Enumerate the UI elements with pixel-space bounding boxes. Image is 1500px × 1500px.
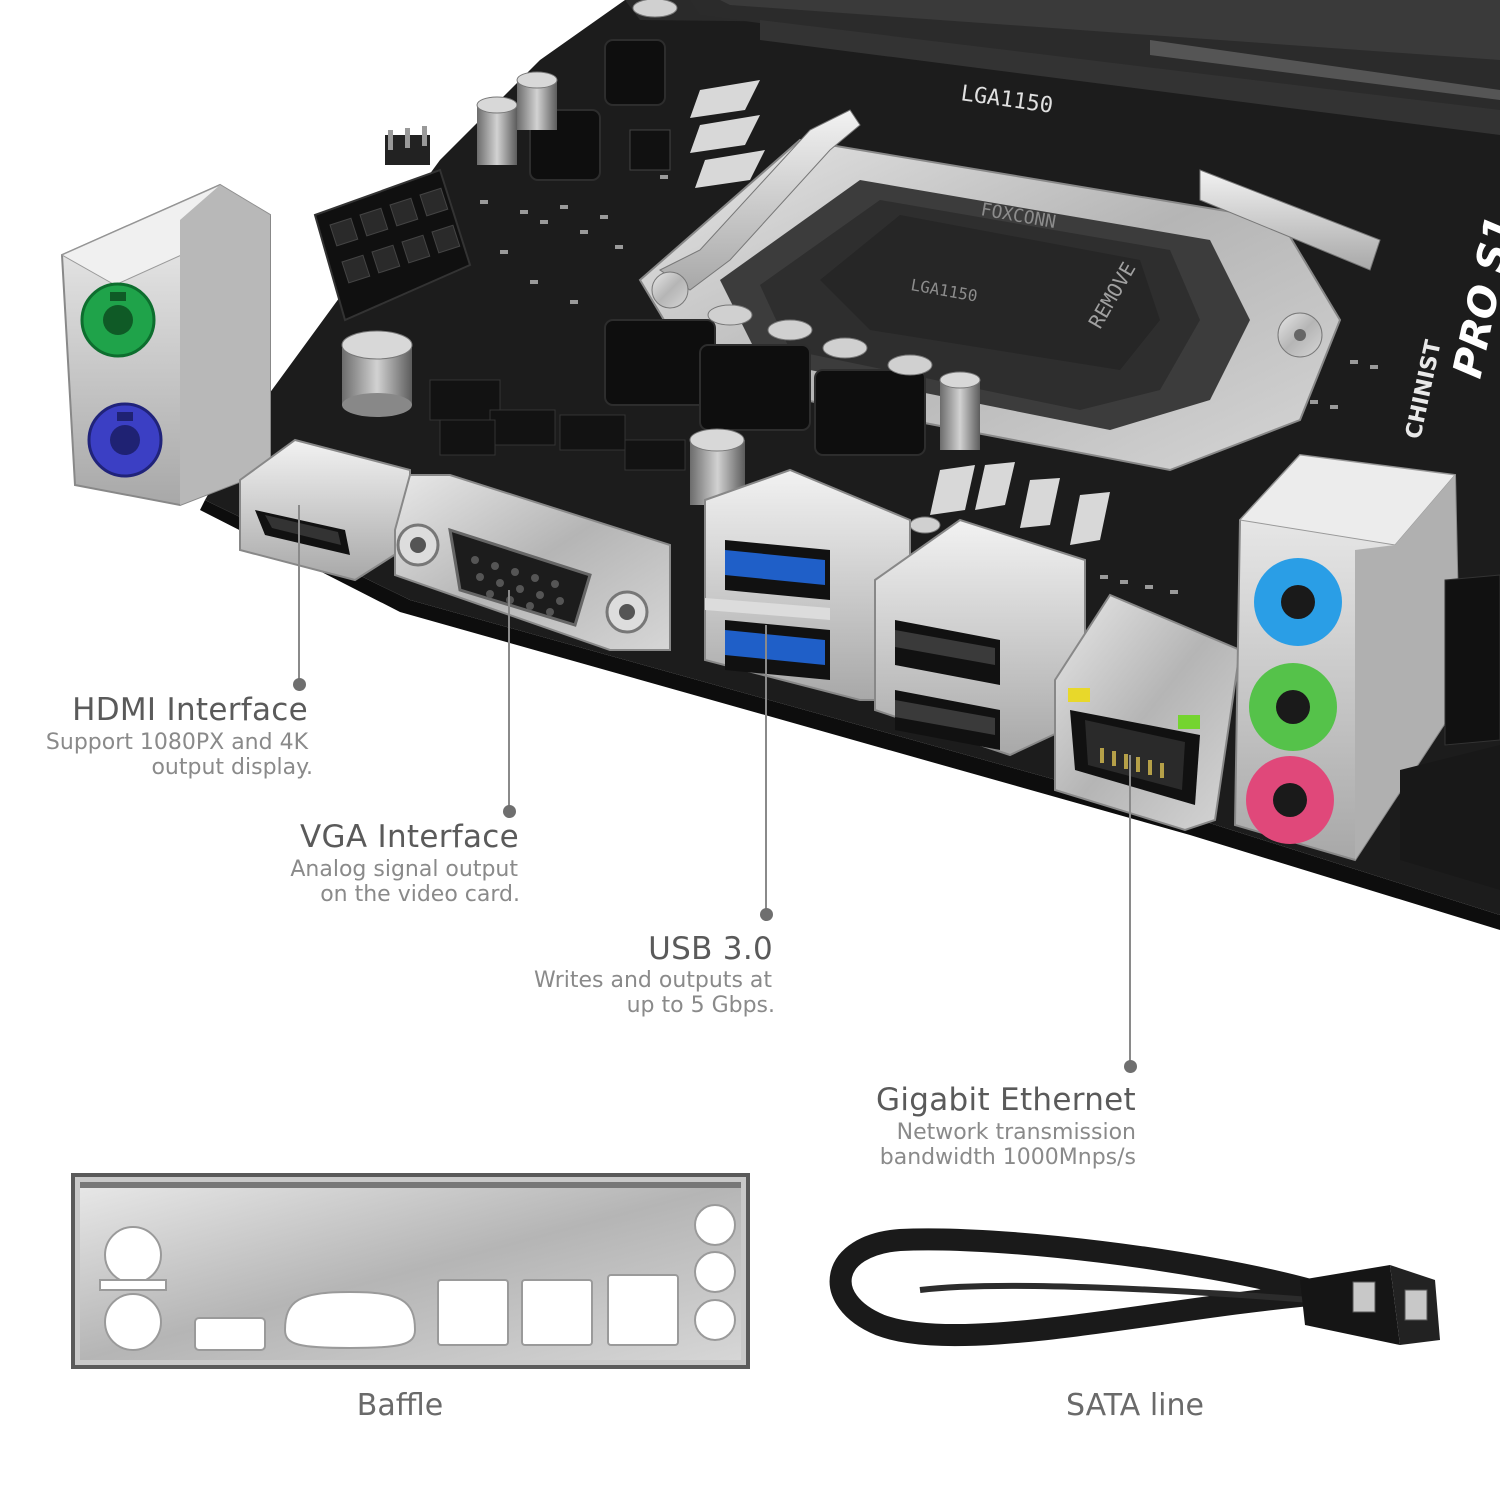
ethernet-callout-line (1129, 755, 1131, 1065)
chip-ic (629, 129, 671, 171)
vga-port (394, 474, 671, 651)
usb3-ports (704, 468, 911, 701)
usb3-title: USB 3.0 (648, 931, 773, 967)
sata-caption: SATA line (1066, 1388, 1204, 1423)
ethernet-desc-line1: Network transmission (896, 1120, 1136, 1145)
usb3-callout-line (765, 625, 767, 915)
hdmi-port (239, 438, 411, 582)
vga-callout-dot (503, 805, 516, 818)
usb3-callout-dot (760, 908, 773, 921)
pcb-silkscreen-chevrons (690, 80, 1110, 545)
power-connector-8pin (313, 126, 472, 322)
hdmi-desc-line2: output display. (151, 755, 313, 780)
edge-header (1444, 574, 1500, 746)
vga-callout-line (508, 590, 510, 810)
vga-desc-line2: on the video card. (320, 882, 520, 907)
audio-jacks (1233, 453, 1462, 862)
usb3-desc-line1: Writes and outputs at (533, 968, 772, 993)
vrm-chokes (529, 39, 926, 456)
hdmi-callout-dot (293, 678, 306, 691)
baffle-caption: Baffle (356, 1388, 444, 1423)
usb2-ports (874, 518, 1086, 757)
ram-slots (690, 0, 1500, 135)
ethernet-title: Gigabit Ethernet (876, 1082, 1136, 1118)
hdmi-desc-line1: Support 1080PX and 4K (45, 730, 308, 755)
io-baffle-shield (71, 1173, 750, 1369)
ps2-ports (60, 183, 272, 507)
vga-title: VGA Interface (300, 819, 519, 855)
hdmi-title: HDMI Interface (72, 692, 308, 728)
usb3-desc-line2: up to 5 Gbps. (626, 993, 775, 1018)
capacitors (341, 0, 981, 534)
ethernet-port (1054, 593, 1242, 832)
edge-components (1400, 745, 1500, 890)
sata-cable (829, 1228, 1440, 1347)
ethernet-callout-dot (1124, 1060, 1137, 1073)
ethernet-desc-line2: bandwidth 1000Mnps/s (879, 1145, 1136, 1170)
vga-desc-line1: Analog signal output (290, 857, 518, 882)
mosfets (429, 379, 686, 471)
hdmi-callout-line (298, 505, 300, 685)
